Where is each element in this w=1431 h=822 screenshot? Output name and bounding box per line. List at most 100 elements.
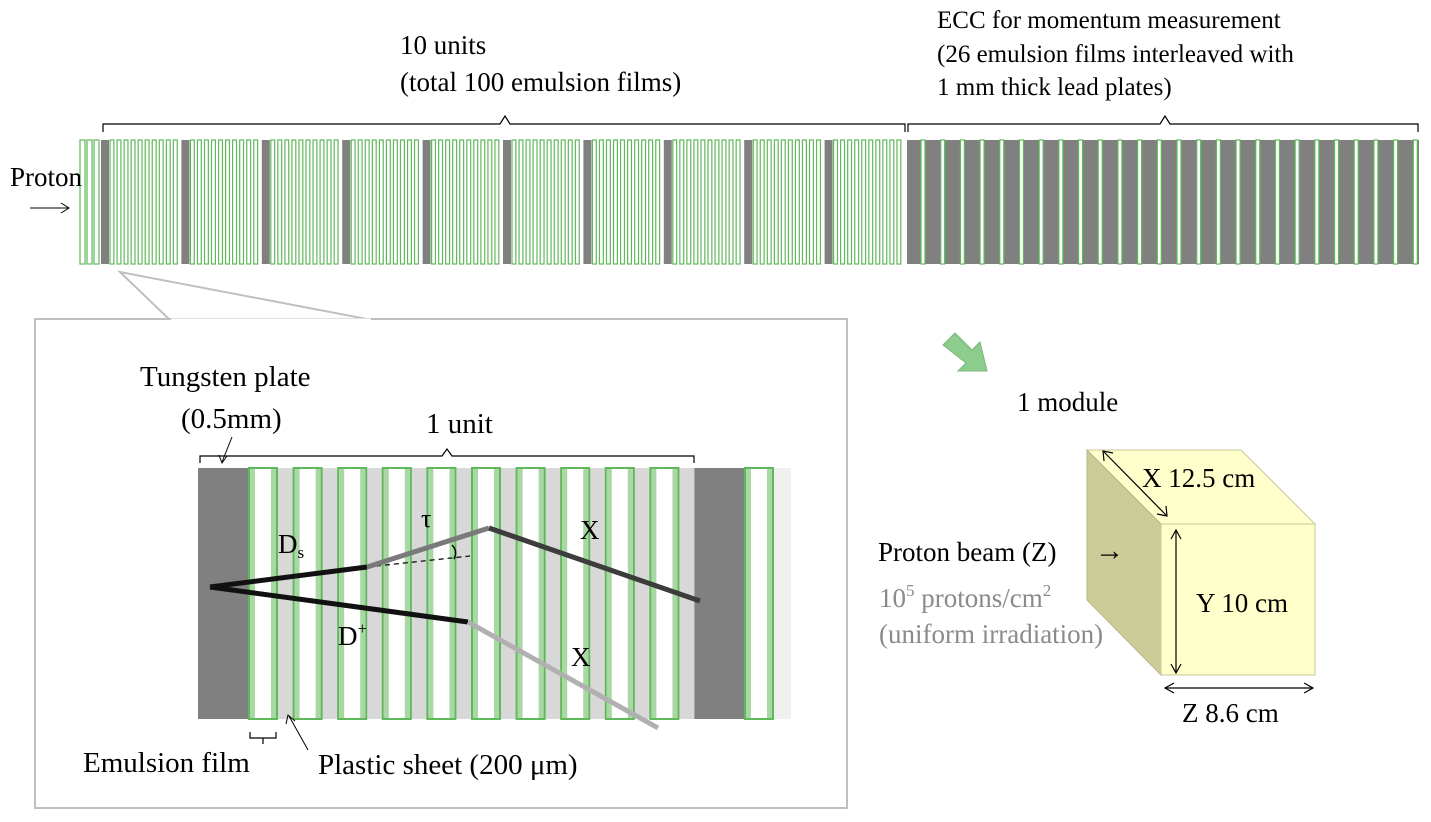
strip-ecc-emulsion-film	[999, 139, 1005, 265]
strip-tungsten-plate	[663, 140, 672, 264]
dim-x-arrow	[1102, 450, 1168, 517]
flux-unit: protons/cm	[915, 583, 1043, 613]
strip-ecc-emulsion-film	[1038, 139, 1044, 265]
strip-ecc-emulsion-film	[1353, 139, 1359, 265]
strip-emulsion-film	[539, 139, 545, 265]
emulsion-film-label: Emulsion film	[83, 747, 250, 779]
flux-exponent-2: 2	[1043, 581, 1052, 600]
zoom-plastic-sheet	[633, 468, 650, 719]
decay-tracks	[209, 525, 701, 731]
flux-base: 10	[879, 583, 906, 613]
strip-emulsion-film	[861, 139, 867, 265]
strip-tungsten-plate	[583, 140, 592, 264]
x-label-upper: X	[580, 515, 600, 545]
strip-emulsion-film	[832, 139, 839, 265]
strip-ecc-emulsion-film	[920, 139, 926, 265]
strip-emulsion-film	[875, 139, 881, 265]
ecc-label-line3: 1 mm thick lead plates)	[937, 74, 1172, 101]
strip-emulsion-film	[277, 139, 283, 265]
units-brace	[102, 114, 906, 132]
ecc-label-line1: ECC for momentum measurement	[937, 7, 1281, 34]
strip-emulsion-film	[591, 139, 597, 265]
zoom-emulsion-layer	[583, 469, 589, 718]
dim-y-arrow	[1170, 528, 1182, 675]
strip-emulsion-film	[672, 139, 678, 265]
strip-emulsion-film	[144, 139, 150, 265]
strip-emulsion-film	[487, 139, 493, 265]
strip-emulsion-film	[759, 139, 765, 265]
strip-emulsion-film	[305, 139, 311, 265]
strip-ecc-emulsion-film	[1018, 139, 1025, 265]
beam-arrow: →	[1095, 535, 1124, 567]
strip-emulsion-film	[840, 139, 846, 265]
strip-emulsion-film	[357, 139, 363, 265]
strip-emulsion-film	[598, 139, 604, 265]
units-label-line2: (total 100 emulsion films)	[400, 67, 681, 97]
dim-x-label: X 12.5 cm	[1142, 463, 1255, 493]
strip-ecc-emulsion-film	[1333, 139, 1340, 265]
strip-emulsion-film	[123, 139, 129, 265]
dim-y-label: Y 10 cm	[1196, 588, 1288, 618]
strip-emulsion-film	[532, 139, 538, 265]
strip-emulsion-film	[445, 139, 451, 265]
flux-exponent: 5	[906, 581, 915, 600]
strip-emulsion-film	[109, 139, 115, 265]
strip-ecc-emulsion-film	[1255, 139, 1261, 265]
strip-emulsion-film	[298, 139, 304, 265]
strip-emulsion-film	[378, 139, 384, 265]
strip-emulsion-film	[700, 139, 706, 265]
strip-ecc-emulsion-film	[1215, 139, 1221, 265]
strip-emulsion-film	[431, 139, 437, 265]
strip-emulsion-film	[773, 139, 779, 265]
plastic-sheet-pointer	[288, 715, 309, 751]
strip-tungsten-plate	[261, 140, 270, 264]
strip-emulsion-film	[253, 139, 259, 265]
strip-ecc-emulsion-film	[1314, 139, 1320, 265]
strip-emulsion-film	[721, 139, 727, 265]
zoom-plastic-sheet	[678, 468, 695, 719]
zoom-callout	[116, 270, 373, 321]
zoom-plastic-sheet	[277, 468, 293, 719]
strip-emulsion-film	[679, 139, 685, 265]
strip-ecc-emulsion-film	[1235, 139, 1241, 265]
strip-emulsion-film	[116, 139, 122, 265]
strip-tungsten-plate	[101, 140, 109, 264]
zoom-emulsion-layer	[606, 469, 612, 718]
zoom-unit-detail	[198, 467, 791, 720]
strip-ecc-emulsion-film	[1137, 139, 1143, 265]
strip-emulsion-film	[655, 139, 661, 265]
strip-emulsion-film	[172, 139, 178, 265]
zoom-emulsion-layer	[404, 469, 410, 718]
strip-emulsion-film	[728, 139, 734, 265]
strip-emulsion-film	[567, 139, 573, 265]
strip-emulsion-film	[371, 139, 377, 265]
zoom-emulsion-layer	[494, 469, 499, 718]
strip-tungsten-plate	[181, 140, 190, 264]
plastic-sheet-label: Plastic sheet (200 μm)	[318, 749, 578, 781]
strip-emulsion-film	[364, 139, 370, 265]
ecc-brace	[907, 114, 1419, 132]
strip-ecc-emulsion-film	[1196, 139, 1202, 265]
units-label-line1: 10 units	[400, 30, 486, 60]
strip-emulsion-film	[546, 139, 552, 265]
x-label-lower: X	[571, 642, 591, 672]
strip-emulsion-film	[553, 139, 559, 265]
ds-label-sub: s	[298, 543, 305, 562]
strip-emulsion-film	[406, 139, 412, 265]
strip-emulsion-film	[518, 139, 524, 265]
strip-emulsion-film	[350, 139, 356, 265]
strip-emulsion-film	[511, 139, 517, 265]
strip-emulsion-film	[452, 139, 458, 265]
module-front-face	[1160, 523, 1316, 676]
strip-emulsion-film	[889, 139, 895, 265]
beam-label: Proton beam (Z)	[878, 537, 1056, 567]
strip-ecc-emulsion-film	[959, 139, 965, 265]
module-box	[1085, 448, 1317, 677]
strip-emulsion-film	[291, 139, 297, 265]
zoom-emulsion-layer	[294, 469, 300, 718]
strip-emulsion-film	[868, 139, 874, 265]
dplus-label: D+	[338, 619, 367, 651]
zoom-tungsten-plate-right	[694, 468, 744, 719]
strip-ecc-emulsion-film	[1373, 139, 1379, 265]
